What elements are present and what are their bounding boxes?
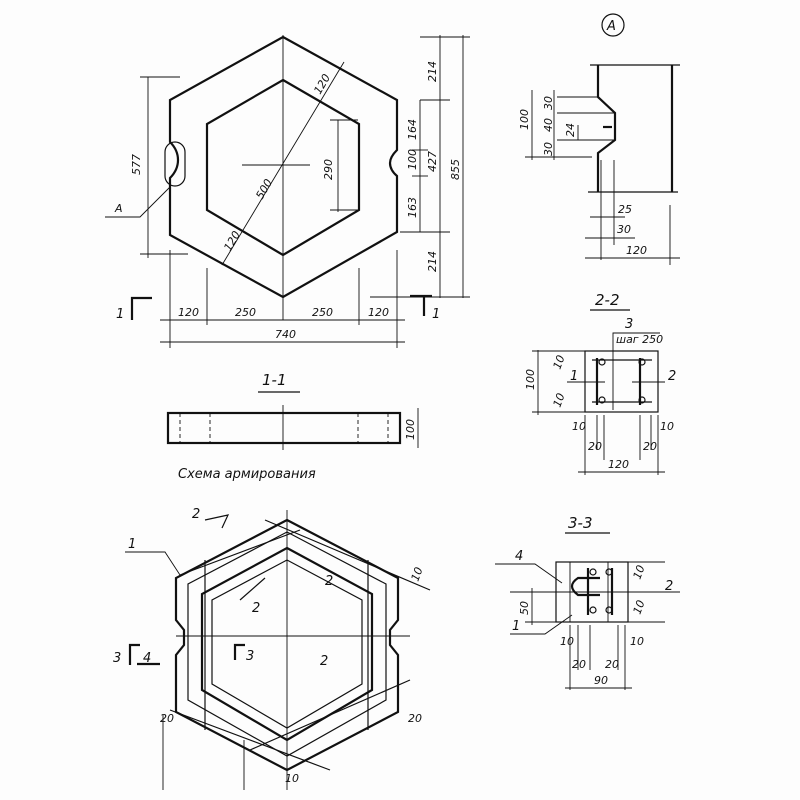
dim-290: 290: [322, 159, 335, 180]
mark-4: 4: [143, 651, 151, 666]
dim-10-left: 10: [572, 420, 586, 433]
dim-250-right: 250: [312, 306, 333, 319]
section-mark-3-inner: [233, 643, 245, 660]
detail-a-marker: [601, 13, 625, 37]
dim-577: 577: [130, 154, 143, 175]
section-2-2: 2-2 3 шаг 250 1 2 100 10 10 10 20 20 10 …: [524, 291, 676, 475]
callout-label: А: [114, 202, 123, 215]
diagonal-dimension: [221, 61, 345, 266]
dim-164: 164: [406, 119, 419, 140]
mark-1: 1: [128, 537, 136, 552]
dim-120-bottom: 120: [221, 229, 243, 254]
position-2: 2: [665, 579, 673, 594]
dim-500: 500: [253, 177, 275, 202]
dim-90: 90: [594, 674, 608, 687]
section-3-3-title: 3-3: [568, 514, 593, 532]
position-3: 3: [625, 317, 633, 332]
step-label: шаг 250: [616, 333, 663, 346]
dim-120-left: 120: [178, 306, 199, 319]
outer-hexagon: [168, 35, 399, 299]
section-mark-right-label: 1: [432, 307, 440, 322]
mark-3: 3: [113, 651, 121, 666]
section-mark-left-label: 1: [116, 307, 124, 322]
dim-120-right: 120: [368, 306, 389, 319]
dim-24: 24: [564, 123, 577, 137]
dim-10-right: 10: [660, 420, 674, 433]
reinforcement-title: Схема армирования: [178, 467, 316, 482]
mark-2-top: 2: [192, 507, 200, 522]
section-mark-3: [128, 643, 140, 665]
plan-view: А 577 120 500 120 290 214 164 100 427 16…: [105, 35, 470, 348]
position-1: 1: [512, 619, 520, 634]
section-1-1-title: 1-1: [262, 371, 287, 389]
dim-10-top: 10: [551, 353, 568, 371]
position-2: 2: [668, 369, 676, 384]
dim-10-right: 10: [630, 635, 644, 648]
dim-30-top: 30: [542, 96, 555, 110]
dim-30-bottom: 30: [542, 142, 555, 156]
section-1-1: 1-1 100: [166, 371, 419, 450]
dim-10-top: 10: [631, 563, 648, 581]
dim-100: 100: [404, 419, 417, 440]
dim-10-bottom: 10: [551, 391, 568, 409]
mark-2-left: 2: [252, 601, 260, 616]
dim-163: 163: [406, 197, 419, 218]
reinforcement-scheme: Схема армирования 1 2 2 2 2 3 4 3 10 20 …: [113, 467, 431, 790]
dim-50: 50: [518, 601, 531, 615]
dim-120: 120: [608, 458, 629, 471]
loop-bar-4: [570, 576, 600, 597]
section-1-1-body: [166, 411, 402, 445]
dim-10-bottom: 10: [285, 772, 299, 785]
dim-214-bottom: 214: [426, 251, 439, 272]
detail-a-title: А: [606, 19, 616, 34]
detail-a: А 100 30 40 30 24 25 30 120: [518, 13, 680, 265]
dim-120: 120: [626, 244, 647, 257]
section-2-2-body: [584, 350, 659, 413]
dim-100: 100: [524, 369, 537, 390]
dim-20-left: 20: [588, 440, 602, 453]
position-4: 4: [515, 549, 523, 564]
dim-20-right: 20: [643, 440, 657, 453]
mark-2-bottom: 2: [320, 654, 328, 669]
dim-740: 740: [275, 328, 296, 341]
dim-30: 30: [617, 223, 631, 236]
dim-100: 100: [406, 149, 419, 170]
dim-20-left: 20: [160, 712, 174, 725]
dim-40: 40: [542, 118, 555, 132]
section-2-2-title: 2-2: [595, 291, 620, 309]
dim-10-left: 10: [560, 635, 574, 648]
dim-10-bottom: 10: [631, 598, 648, 616]
detail-a-circle: [164, 141, 186, 187]
section-mark-left: [130, 296, 152, 320]
section-3-3: 3-3 4 2 1 50 10 10 10 20 20 10 90: [495, 514, 680, 690]
callout-leader: [105, 186, 171, 218]
dim-250-left: 250: [235, 306, 256, 319]
detail-a-outline: [596, 65, 674, 192]
section-mark-right: [410, 294, 432, 316]
position-1: 1: [570, 369, 578, 384]
mark-2-center: 2: [325, 574, 333, 589]
dim-10-right: 10: [409, 565, 426, 583]
dim-25: 25: [618, 203, 632, 216]
dim-214-top: 214: [426, 61, 439, 82]
dim-100: 100: [518, 109, 531, 130]
dim-120-top: 120: [311, 72, 333, 97]
dim-855: 855: [449, 159, 462, 180]
dim-20-left: 20: [572, 658, 586, 671]
dim-20-right: 20: [408, 712, 422, 725]
dim-20-right: 20: [605, 658, 619, 671]
dim-427: 427: [426, 151, 439, 172]
section-3-label: 3: [246, 649, 254, 664]
